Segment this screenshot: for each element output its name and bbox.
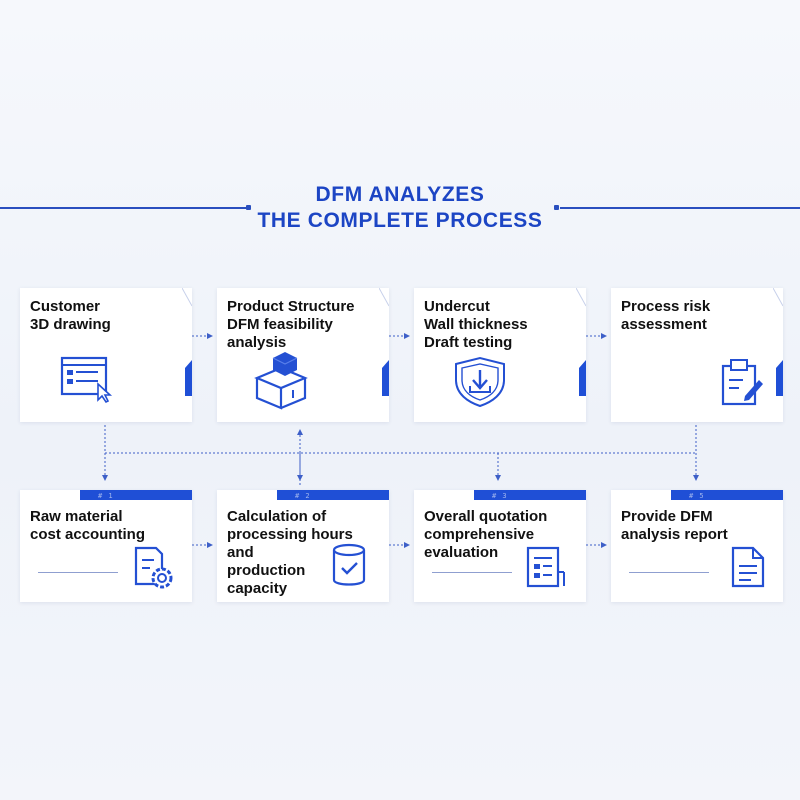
card-underline [432,572,512,573]
title-line-1: DFM ANALYZES [315,183,485,206]
card-corner [182,288,192,422]
card-underline [38,572,118,573]
step-card-processing-hours: # 2 Calculation of processing hours and … [217,490,389,602]
step-card-raw-material: # 1 Raw material cost accounting [20,490,192,602]
card-corner [576,288,586,422]
title-rule-dot-left [246,205,251,210]
step-tag: # 5 [689,492,705,500]
title-rule-left [0,207,250,209]
title-line-2: THE COMPLETE PROCESS [257,209,543,232]
box-structure-icon [254,352,308,410]
card-tab-bar [277,490,389,500]
step-card-product-structure: Product Structure DFM feasibility analys… [217,288,389,422]
cylinder-check-icon [332,543,366,586]
drawing-window-icon [60,356,113,404]
report-document-icon [731,546,765,588]
step-card-undercut-testing: Undercut Wall thickness Draft testing [414,288,586,422]
step-label: Undercut Wall thickness Draft testing [424,298,528,351]
step-label: Overall quotation comprehensive evaluati… [424,508,548,561]
step-label: Customer 3D drawing [30,298,111,333]
card-corner [773,288,783,422]
card-underline [629,572,709,573]
clipboard-edit-icon [721,359,763,406]
step-card-process-risk: Process risk assessment [611,288,783,422]
document-gear-icon [134,546,173,589]
title-rule-dot-right [554,205,559,210]
step-label: Provide DFM analysis report [621,508,728,543]
step-card-dfm-report: # 5 Provide DFM analysis report [611,490,783,602]
title-rule-right [560,207,800,209]
step-label: Process risk assessment [621,298,711,333]
card-tab-bar [474,490,586,500]
card-tab-bar [80,490,192,500]
step-tag: # 1 [98,492,114,500]
step-label: Product Structure DFM feasibility analys… [227,298,355,351]
step-label: Calculation of processing hours and prod… [227,508,353,597]
form-sheet-icon [526,546,565,588]
card-tab-bar [671,490,783,500]
step-card-customer-drawing: Customer 3D drawing [20,288,192,422]
step-label: Raw material cost accounting [30,508,146,543]
card-corner [379,288,389,422]
page-title: DFM ANALYZES THE COMPLETE PROCESS [0,182,800,234]
shield-download-icon [455,356,505,408]
step-tag: # 2 [295,492,311,500]
step-card-quotation: # 3 Overall quotation comprehensive eval… [414,490,586,602]
step-tag: # 3 [492,492,508,500]
